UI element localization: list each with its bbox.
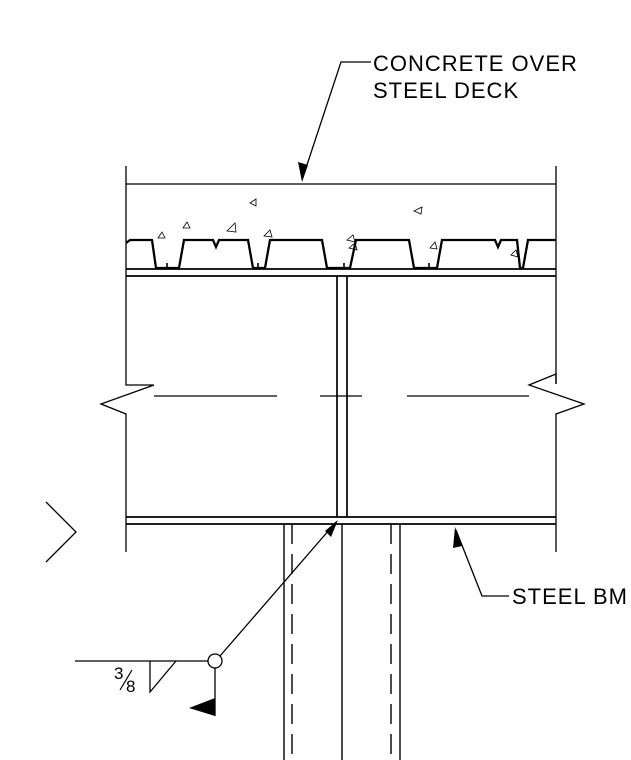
weld-size-numerator: 3 [114, 664, 124, 683]
concrete-leader-arrowhead [298, 162, 308, 182]
concrete-slab [125, 166, 557, 384]
weld-size-denominator: 8 [126, 677, 136, 696]
steel-beam-callout: STEEL BM [512, 584, 628, 609]
concrete-callout-line2: STEEL DECK [373, 78, 520, 103]
weld-size-fraction: 3 8 [110, 664, 142, 700]
fillet-weld-icon [149, 660, 177, 694]
column [283, 524, 401, 760]
left-break-line [99, 384, 155, 552]
weld-symbol [75, 521, 337, 716]
steel-beam-callout-leader [455, 529, 509, 597]
right-break-line [527, 373, 586, 552]
beam-top-flange [126, 268, 556, 277]
steel-beam-leader-arrowhead [453, 527, 462, 548]
weld-leader-arrowhead [325, 520, 338, 537]
concrete-callout-leader [301, 61, 371, 181]
concrete-aggregate-marks [157, 198, 519, 258]
steel-deck-profile [125, 238, 556, 270]
field-weld-flag-icon [189, 698, 215, 716]
fraction-slash [119, 669, 133, 691]
beam-bottom-flange [126, 516, 556, 525]
deck-rib-ticks [166, 263, 430, 268]
weld-all-around-circle [207, 653, 223, 669]
concrete-callout-line1: CONCRETE OVER [373, 51, 578, 76]
section-marker [45, 501, 77, 563]
